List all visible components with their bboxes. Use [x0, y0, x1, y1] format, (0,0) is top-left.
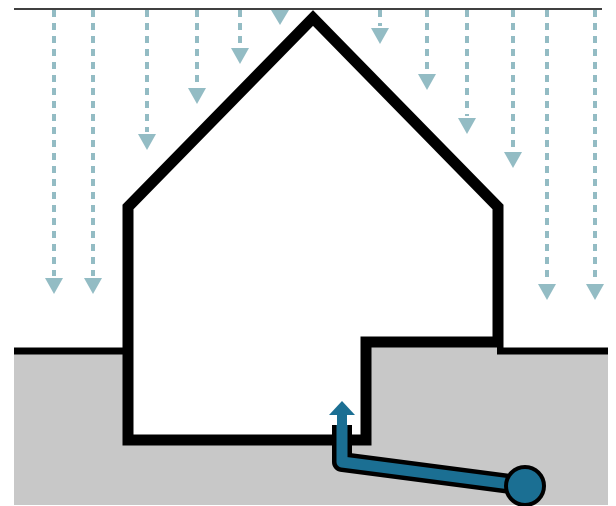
rain-arrowheads: [45, 10, 604, 300]
rain-arrowhead: [504, 152, 522, 168]
rain-arrowhead: [538, 284, 556, 300]
rain-arrowhead: [188, 88, 206, 104]
rain-arrowhead: [231, 48, 249, 64]
rain-arrowhead: [458, 118, 476, 134]
radon-intake-pipe: [332, 425, 546, 506]
rain-arrowhead: [271, 10, 289, 25]
house-interior: [130, 22, 496, 438]
rain-arrowhead: [84, 278, 102, 294]
rain-arrowhead: [418, 74, 436, 90]
house-outline: [122, 10, 504, 446]
upward-flow-arrow: [329, 401, 355, 434]
ground-soil: [14, 342, 608, 505]
pipe-end-bulb: [504, 465, 546, 506]
rain-arrowhead: [45, 278, 63, 294]
rain-arrowhead: [138, 134, 156, 150]
rain-arrowhead: [371, 28, 389, 44]
rain-arrowhead: [586, 284, 604, 300]
rain-arrows: [52, 10, 597, 282]
